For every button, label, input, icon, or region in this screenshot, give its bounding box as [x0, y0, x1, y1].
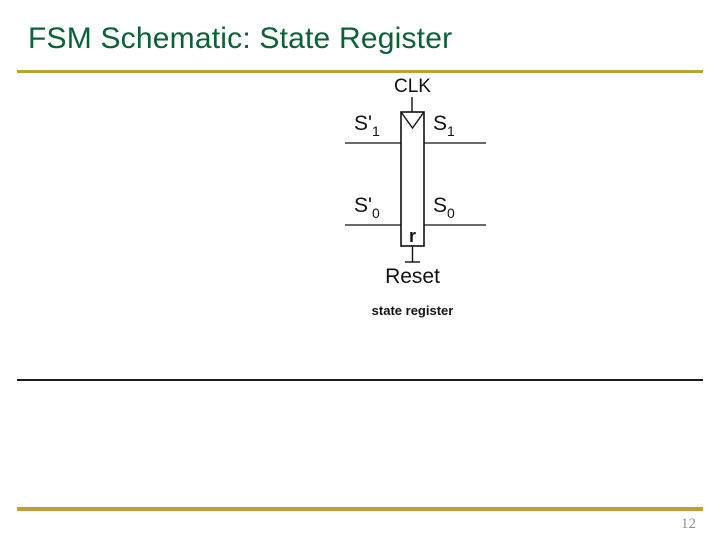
- output-label-s1-subscript: 1: [447, 123, 455, 139]
- clock-triangle-icon: [400, 111, 425, 130]
- input-label-s0-name: S': [354, 194, 372, 217]
- reset-label: Reset: [385, 265, 440, 288]
- page-number: 12: [681, 516, 696, 532]
- schematic-caption: state register: [372, 303, 454, 318]
- clk-label: CLK: [394, 76, 431, 97]
- footer-divider: [17, 507, 703, 511]
- output-label-s1: S1: [433, 112, 455, 139]
- reset-pin-label: r: [409, 226, 416, 246]
- input-label-s1: S'1: [354, 112, 380, 139]
- page-title: FSM Schematic: State Register: [28, 22, 453, 55]
- body-divider: [17, 379, 703, 381]
- input-label-s1-name: S': [354, 112, 372, 135]
- input-label-s0-subscript: 0: [372, 205, 380, 221]
- input-label-s1-subscript: 1: [372, 123, 380, 139]
- title-divider: [17, 70, 703, 73]
- output-label-s0-subscript: 0: [447, 205, 455, 221]
- output-label-s0: S0: [433, 194, 455, 221]
- output-label-s0-name: S: [433, 194, 447, 217]
- input-label-s0: S'0: [354, 194, 380, 221]
- output-label-s1-name: S: [433, 112, 447, 135]
- fsm-state-register-schematic: CLK S'1 S1 S'0 S0 r Reset state register: [320, 72, 520, 322]
